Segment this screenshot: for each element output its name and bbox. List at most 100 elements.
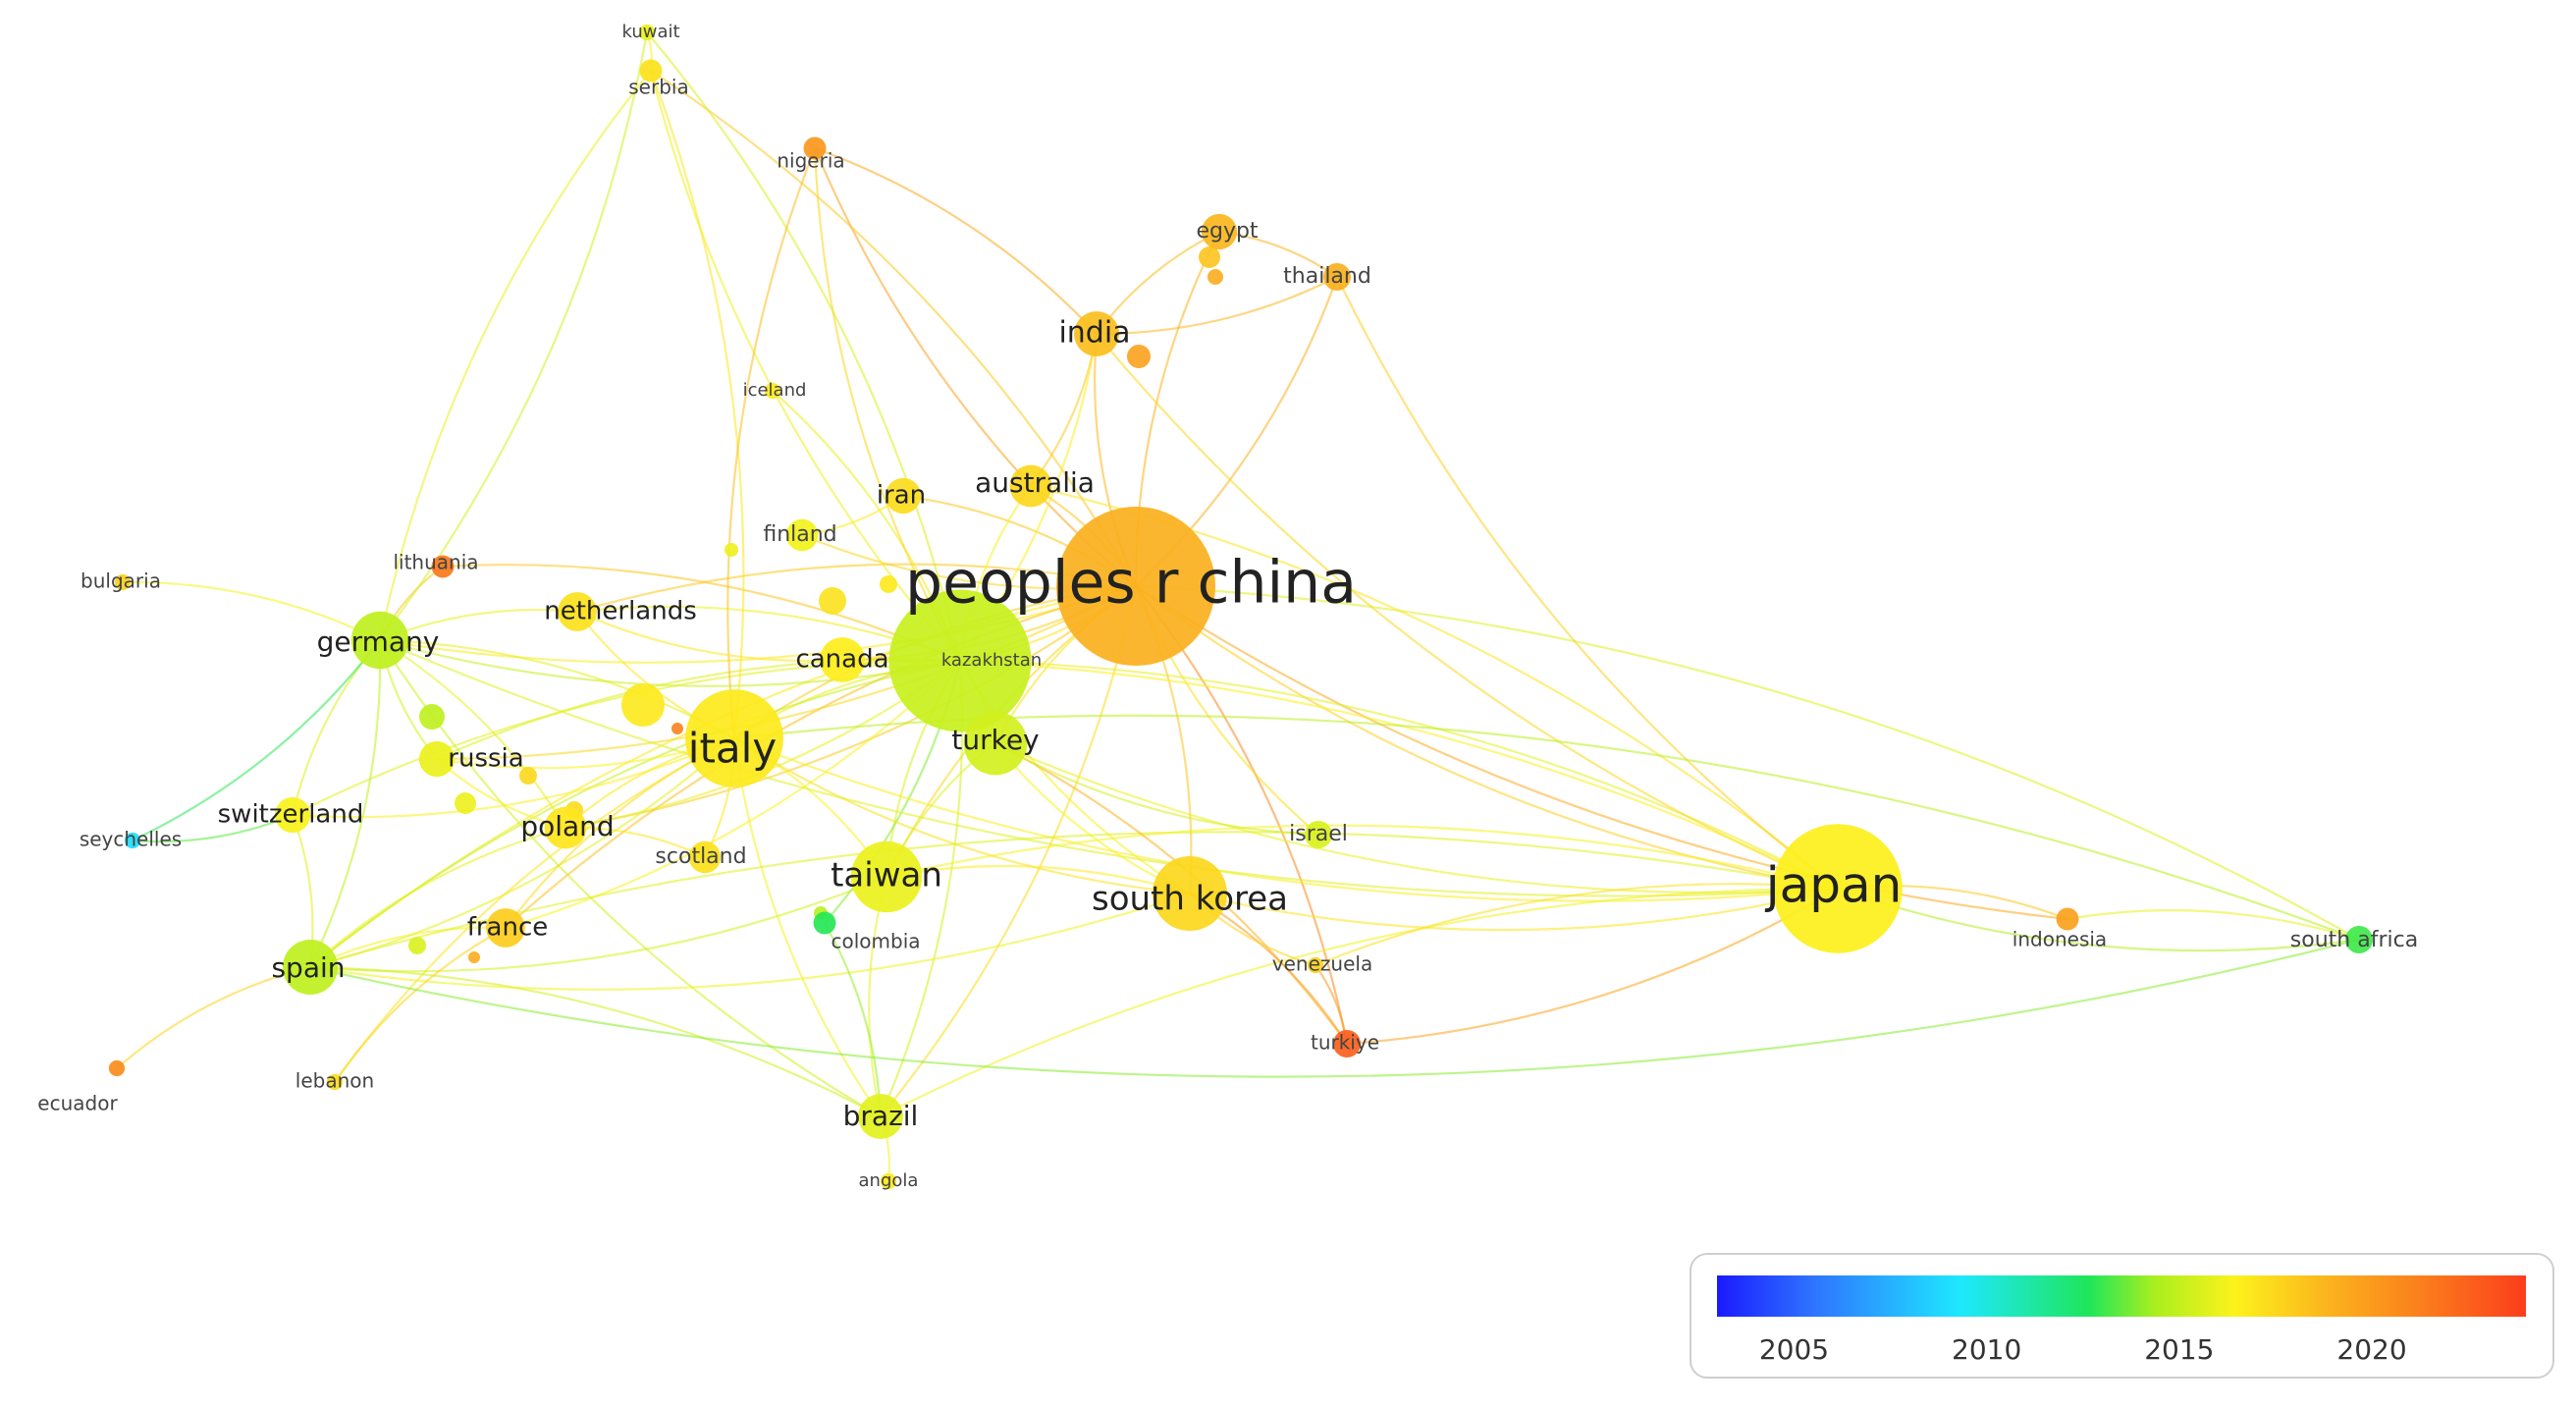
link-italy-south-korea — [733, 737, 1191, 895]
node-switzerland[interactable] — [274, 796, 311, 834]
node-australia[interactable] — [1009, 464, 1052, 508]
node-bulgaria[interactable] — [114, 573, 132, 591]
label-turkey: turkey — [951, 724, 1039, 756]
node-south-africa[interactable] — [2344, 925, 2374, 954]
node-taiwan[interactable] — [850, 840, 923, 913]
node-venezuela[interactable] — [1307, 956, 1324, 974]
node-lebanon[interactable] — [326, 1073, 344, 1091]
node-egypt[interactable] — [1201, 213, 1238, 250]
link-switzerland-seychelles — [132, 813, 294, 843]
minor-node — [1208, 269, 1223, 285]
link-kazakhstan-japan — [959, 659, 1839, 890]
legend-tick-2010: 2010 — [1952, 1333, 2022, 1366]
node-netherlands[interactable] — [558, 592, 597, 631]
label-australia: australia — [975, 466, 1095, 499]
link-india-thailand — [1096, 276, 1338, 336]
year-color-scale — [1717, 1275, 2526, 1317]
label-seychelles: seychelles — [80, 828, 182, 851]
label-iran: iran — [877, 481, 926, 511]
label-bulgaria: bulgaria — [80, 569, 161, 593]
legend-tick-2015: 2015 — [2144, 1333, 2215, 1366]
node-russia[interactable] — [418, 740, 456, 778]
label-kazakhstan: kazakhstan — [941, 650, 1042, 671]
legend-tick-2020: 2020 — [2336, 1333, 2407, 1366]
node-ecuador[interactable] — [108, 1059, 126, 1077]
link-spain-ecuador — [116, 965, 311, 1069]
node-spain[interactable] — [282, 939, 339, 996]
node-iceland[interactable] — [764, 382, 781, 400]
label-turkiye: turkiye — [1311, 1031, 1379, 1055]
node-israel[interactable] — [1304, 820, 1333, 849]
label-germany: germany — [317, 625, 440, 658]
label-russia: russia — [448, 744, 523, 774]
node-italy[interactable] — [685, 689, 783, 787]
link-nigeria-india — [814, 146, 1098, 335]
node-france[interactable] — [486, 908, 525, 948]
node-angola[interactable] — [880, 1172, 897, 1190]
link-germany-seychelles — [132, 639, 381, 841]
node-kazakhstan[interactable] — [888, 589, 1032, 732]
link-italy-lebanon — [334, 737, 735, 1083]
label-kuwait: kuwait — [621, 22, 679, 42]
link-italy-brazil — [732, 737, 882, 1117]
link-germany-poland — [379, 639, 566, 829]
node-iran[interactable] — [885, 477, 922, 515]
minor-node — [1127, 345, 1151, 368]
link-spain-south-korea — [309, 892, 1191, 991]
link-germany-switzerland — [291, 639, 381, 816]
label-angola: angola — [859, 1170, 919, 1191]
node-nigeria[interactable] — [803, 136, 827, 160]
node-turkiye[interactable] — [1332, 1029, 1362, 1058]
link-japan-taiwan — [886, 824, 1839, 891]
link-japan-turkiye — [1346, 888, 1839, 1046]
label-venezuela: venezuela — [1272, 952, 1372, 976]
legend-tick-2005: 2005 — [1758, 1333, 1830, 1366]
label-lithuania: lithuania — [393, 551, 478, 574]
link-peoples-r-china-south-africa — [1135, 584, 2360, 941]
node-india[interactable] — [1074, 311, 1119, 356]
node-south-korea[interactable] — [1153, 856, 1227, 931]
link-italy-nigeria — [726, 147, 817, 739]
minor-node — [468, 951, 480, 963]
link-peoples-r-china-netherlands — [576, 563, 1137, 614]
label-switzerland: switzerland — [218, 800, 364, 830]
node-seychelles[interactable] — [124, 832, 141, 849]
minor-node — [519, 767, 537, 785]
node-lithuania[interactable] — [431, 555, 455, 578]
label-india: india — [1058, 316, 1130, 351]
label-canada: canada — [795, 645, 888, 675]
node-finland[interactable] — [785, 518, 819, 552]
label-egypt: egypt — [1196, 219, 1258, 244]
label-brazil: brazil — [843, 1100, 919, 1132]
label-france: france — [467, 913, 549, 943]
link-germany-serbia — [378, 70, 652, 641]
link-brazil-colombia — [824, 922, 883, 1117]
node-thailand[interactable] — [1322, 262, 1352, 292]
label-japan: japan — [1765, 857, 1903, 914]
link-germany-bulgaria — [122, 580, 381, 641]
node-peoples-r-china[interactable] — [1056, 507, 1215, 666]
link-kazakhstan-kuwait — [646, 31, 962, 662]
node-brazil[interactable] — [858, 1094, 903, 1139]
node-germany[interactable] — [350, 611, 409, 670]
node-poland[interactable] — [544, 806, 587, 849]
minor-node — [408, 937, 426, 954]
link-japan-south-africa — [1837, 887, 2360, 952]
node-canada[interactable] — [820, 637, 865, 682]
label-indonesia: indonesia — [2012, 928, 2107, 951]
label-thailand: thailand — [1283, 264, 1371, 289]
country-collaboration-network: peoples r chinakazakhstanitalyjapanturke… — [37, 22, 2418, 1191]
label-scotland: scotland — [655, 844, 746, 869]
node-serbia[interactable] — [639, 59, 663, 82]
node-colombia[interactable] — [813, 911, 836, 935]
node-indonesia[interactable] — [2056, 907, 2079, 931]
node-scotland[interactable] — [688, 840, 722, 874]
minor-node — [724, 543, 738, 557]
link-kazakhstan-germany — [379, 638, 961, 687]
label-finland: finland — [763, 522, 836, 547]
link-germany-kuwait — [379, 31, 649, 641]
node-japan[interactable] — [1773, 824, 1903, 953]
node-turkey[interactable] — [963, 711, 1028, 776]
node-kuwait[interactable] — [638, 24, 656, 41]
